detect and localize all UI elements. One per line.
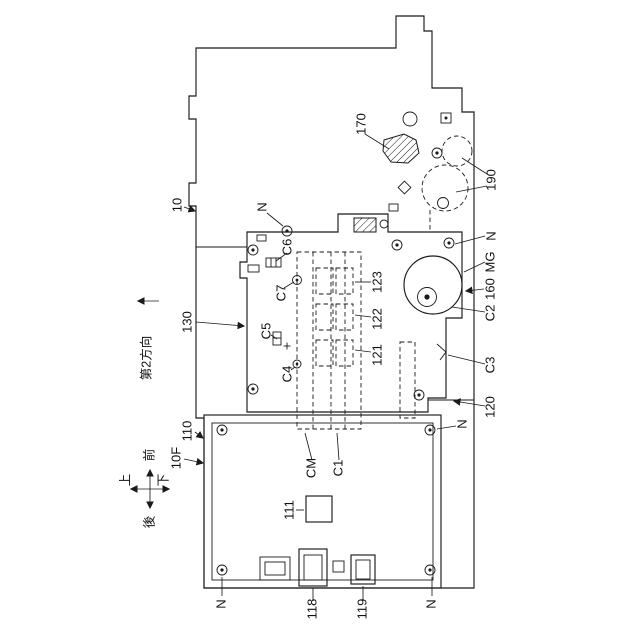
label-119: 119 bbox=[354, 599, 369, 620]
connector-119 bbox=[350, 554, 376, 585]
label-160: 160 bbox=[482, 278, 497, 300]
label-c1: C1 bbox=[330, 460, 345, 477]
magnet-unit bbox=[403, 255, 463, 361]
screw-icon bbox=[247, 244, 259, 256]
label-170: 170 bbox=[353, 113, 368, 135]
cross-mark bbox=[283, 342, 291, 350]
label-c5: C5 bbox=[258, 323, 273, 340]
component-111 bbox=[305, 495, 333, 523]
label-120: 120 bbox=[482, 396, 497, 418]
label-n-bottom-left: N bbox=[213, 599, 228, 608]
label-rear: 後 bbox=[142, 515, 156, 528]
small-part bbox=[388, 203, 399, 212]
label-c2: C2 bbox=[482, 305, 497, 322]
label-n-bottom-right: N bbox=[423, 599, 438, 608]
label-down: 下 bbox=[156, 474, 170, 487]
screw-icon bbox=[281, 225, 293, 237]
label-118: 118 bbox=[304, 599, 319, 620]
connector-left bbox=[259, 556, 291, 581]
screw-icon bbox=[391, 239, 403, 251]
hidden-connector-strips bbox=[296, 251, 362, 430]
diamond-part bbox=[397, 180, 412, 195]
screw-icon bbox=[247, 383, 259, 395]
hidden-pads-121 bbox=[315, 339, 354, 367]
screw-head-hatched bbox=[402, 111, 418, 127]
label-mg: MG bbox=[482, 252, 497, 273]
edge-component bbox=[247, 264, 260, 273]
label-130: 130 bbox=[179, 311, 194, 333]
label-122: 122 bbox=[369, 308, 384, 330]
screw-icon bbox=[216, 564, 228, 576]
pin-circle bbox=[437, 197, 449, 209]
label-121: 121 bbox=[369, 344, 384, 366]
top-mechanism bbox=[382, 111, 473, 231]
module-outer bbox=[203, 414, 442, 589]
label-c4: C4 bbox=[279, 366, 294, 383]
label-n-board: N bbox=[254, 202, 269, 211]
label-190: 190 bbox=[483, 169, 498, 191]
screw-icon bbox=[413, 389, 425, 401]
screw-icon bbox=[424, 424, 436, 436]
hatched-component bbox=[353, 217, 377, 233]
label-110: 110 bbox=[179, 421, 194, 442]
screw-icon bbox=[216, 424, 228, 436]
label-up: 上 bbox=[118, 474, 132, 487]
flag-part-c3 bbox=[436, 343, 447, 361]
label-123: 123 bbox=[369, 271, 384, 293]
bottom-module bbox=[203, 414, 442, 589]
label-c3: C3 bbox=[482, 357, 497, 374]
label-111: 111 bbox=[281, 500, 296, 520]
label-n-mid: N bbox=[454, 419, 469, 428]
component-c6 bbox=[265, 257, 282, 268]
screw-icon bbox=[431, 147, 443, 159]
hidden-pads-123 bbox=[315, 267, 354, 295]
mg-inner-circle bbox=[417, 287, 437, 307]
label-c7: C7 bbox=[273, 285, 288, 302]
connector-118 bbox=[298, 548, 328, 587]
hidden-strip-right bbox=[399, 341, 416, 419]
label-direction2: 第2方向 bbox=[138, 336, 153, 380]
mg-outer-circle bbox=[403, 255, 463, 315]
leader-lines bbox=[183, 133, 488, 601]
direction-indicator bbox=[129, 297, 171, 510]
labels: 170 190 N N MG 160 C2 C3 120 N 10 130 C6… bbox=[118, 113, 498, 619]
label-10: 10 bbox=[169, 198, 184, 212]
hidden-pads-122 bbox=[315, 303, 354, 331]
label-c6: C6 bbox=[279, 239, 294, 256]
component-c5 bbox=[272, 331, 282, 346]
label-10f: 10F bbox=[168, 447, 183, 469]
small-component bbox=[256, 234, 267, 242]
hidden-circle-small bbox=[441, 135, 473, 167]
hidden-circle-large bbox=[421, 164, 469, 212]
label-n-right: N bbox=[483, 231, 498, 240]
bracket-170 bbox=[382, 133, 420, 164]
screw-icon bbox=[443, 237, 455, 249]
screws bbox=[216, 225, 455, 576]
label-front: 前 bbox=[141, 449, 156, 462]
circuit-board bbox=[239, 213, 463, 430]
label-cm: CM bbox=[303, 458, 318, 478]
small-block bbox=[440, 112, 452, 124]
module-inner bbox=[211, 422, 434, 581]
screw-icon bbox=[424, 564, 436, 576]
small-square-part bbox=[332, 560, 345, 573]
